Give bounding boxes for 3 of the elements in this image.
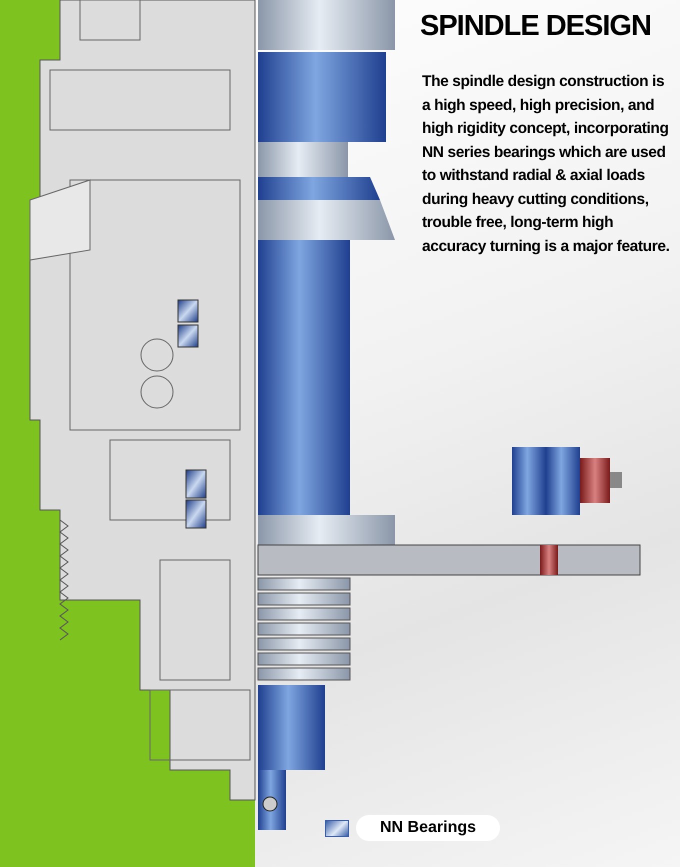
description-paragraph: The spindle design construction is a high speed, high precision, and high rigidity concept, incorporating NN series bearings which are used to withstand radial & axial loads during heavy cutting conditions, trouble free, long-term high accuracy turning is a major feature. [422,72,670,256]
title: SPINDLE DESIGN [420,10,651,43]
legend-label: NN Bearings [356,815,500,841]
